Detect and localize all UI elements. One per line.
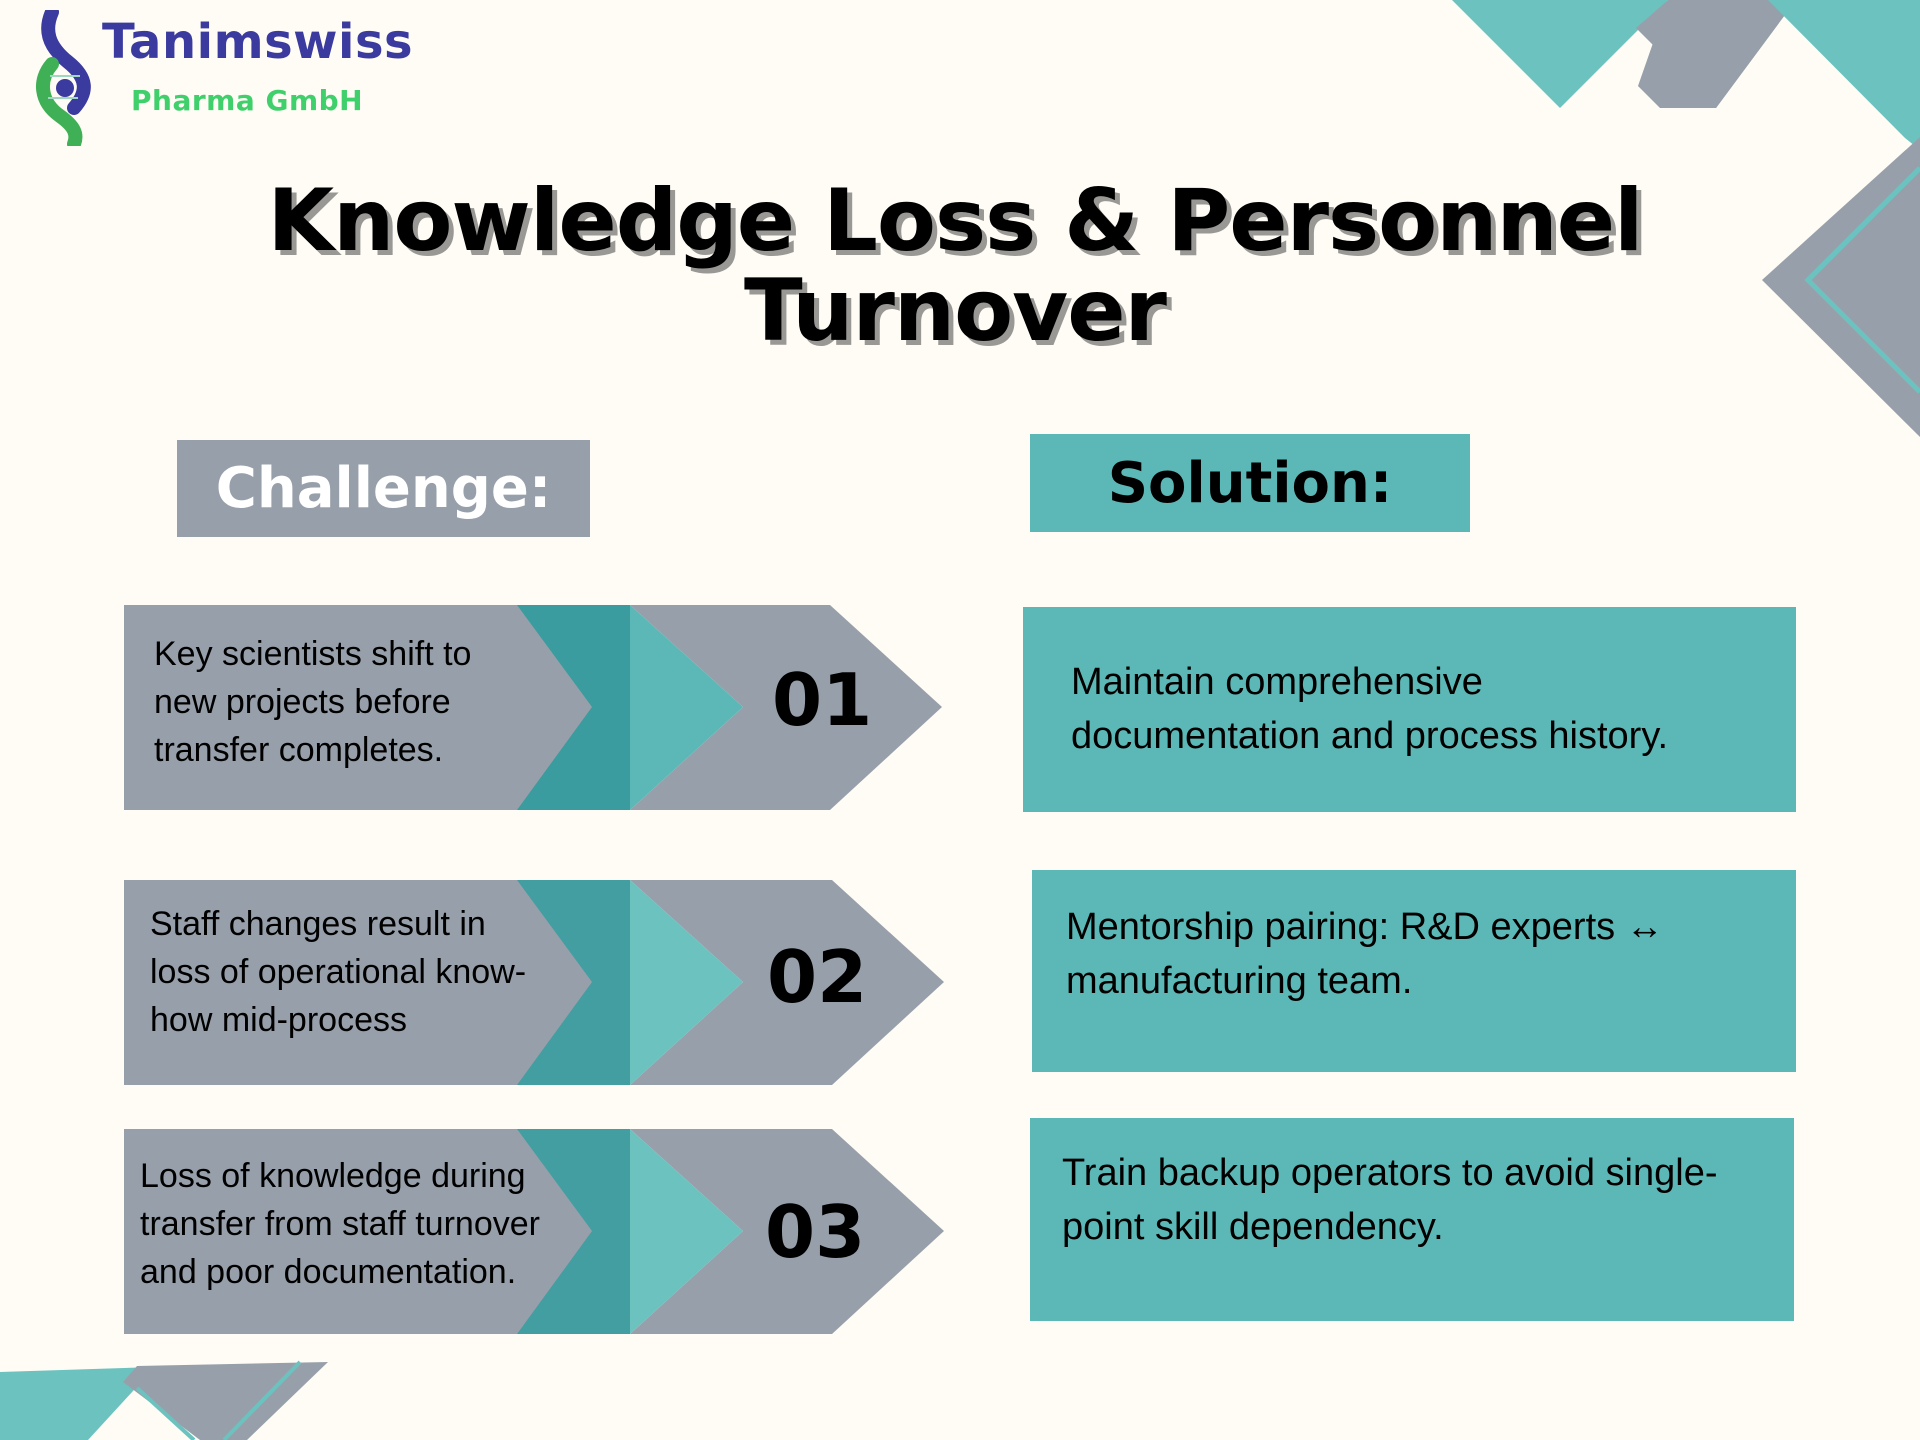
challenge-line: Staff changes result in: [150, 905, 486, 943]
solution-text-3: Train backup operators to avoid single- …: [1062, 1146, 1718, 1254]
solution-box-3: Train backup operators to avoid single- …: [1030, 1118, 1794, 1321]
challenge-line: loss of operational know-: [150, 953, 527, 991]
challenge-line: how mid-process: [150, 1001, 407, 1039]
solution-box-2: Mentorship pairing: R&D experts ↔ manufa…: [1032, 870, 1796, 1072]
challenge-header: Challenge:: [177, 440, 590, 537]
challenge-text-3: Loss of knowledge during transfer from s…: [140, 1152, 540, 1296]
deco-line-teal: [1804, 166, 1920, 394]
deco-triangle-teal-3: [0, 1367, 155, 1440]
challenge-line: and poor documentation.: [140, 1253, 517, 1291]
challenge-text-2: Staff changes result in loss of operatio…: [150, 900, 526, 1044]
chevron-arrow-icon: [124, 880, 944, 1085]
challenge-line: transfer from staff turnover: [140, 1205, 540, 1243]
solution-line: Train backup operators to avoid single-: [1062, 1152, 1718, 1194]
chevron-arrow-icon: [124, 605, 942, 810]
page-title-line-2: Turnover: [744, 261, 1167, 361]
solution-header: Solution:: [1030, 434, 1470, 532]
solution-box-1: Maintain comprehensive documentation and…: [1023, 607, 1796, 812]
challenge-text-1: Key scientists shift to new projects bef…: [154, 630, 471, 774]
solution-text-1: Maintain comprehensive documentation and…: [1071, 655, 1668, 763]
solution-line: documentation and process history.: [1071, 715, 1669, 757]
step-number-3: 03: [765, 1190, 866, 1274]
dna-helix-icon: [36, 10, 91, 146]
step-number-2: 02: [767, 935, 868, 1019]
chevron-arrow-icon: [124, 1129, 944, 1334]
solution-line: Mentorship pairing: R&D experts ↔: [1066, 906, 1664, 948]
challenge-line: transfer completes.: [154, 731, 444, 769]
page-title: Knowledge Loss & Personnel Turnover: [0, 176, 1910, 356]
solution-line: point skill dependency.: [1062, 1206, 1444, 1248]
solution-text-2: Mentorship pairing: R&D experts ↔ manufa…: [1066, 900, 1664, 1008]
challenge-line: new projects before: [154, 683, 451, 721]
solution-line: manufacturing team.: [1066, 960, 1413, 1002]
logo-subtitle: Pharma GmbH: [131, 84, 364, 117]
challenge-line: Loss of knowledge during: [140, 1157, 526, 1195]
step-number-1: 01: [772, 658, 873, 742]
challenge-line: Key scientists shift to: [154, 635, 472, 673]
deco-triangle-teal-2: [1768, 0, 1920, 150]
solution-line: Maintain comprehensive: [1071, 661, 1483, 703]
deco-triangle-teal-1: [1452, 0, 1668, 108]
deco-diamond-gray: [1762, 137, 1920, 437]
logo-company-name: Tanimswiss: [102, 14, 414, 70]
page-title-line-1: Knowledge Loss & Personnel: [267, 171, 1643, 271]
